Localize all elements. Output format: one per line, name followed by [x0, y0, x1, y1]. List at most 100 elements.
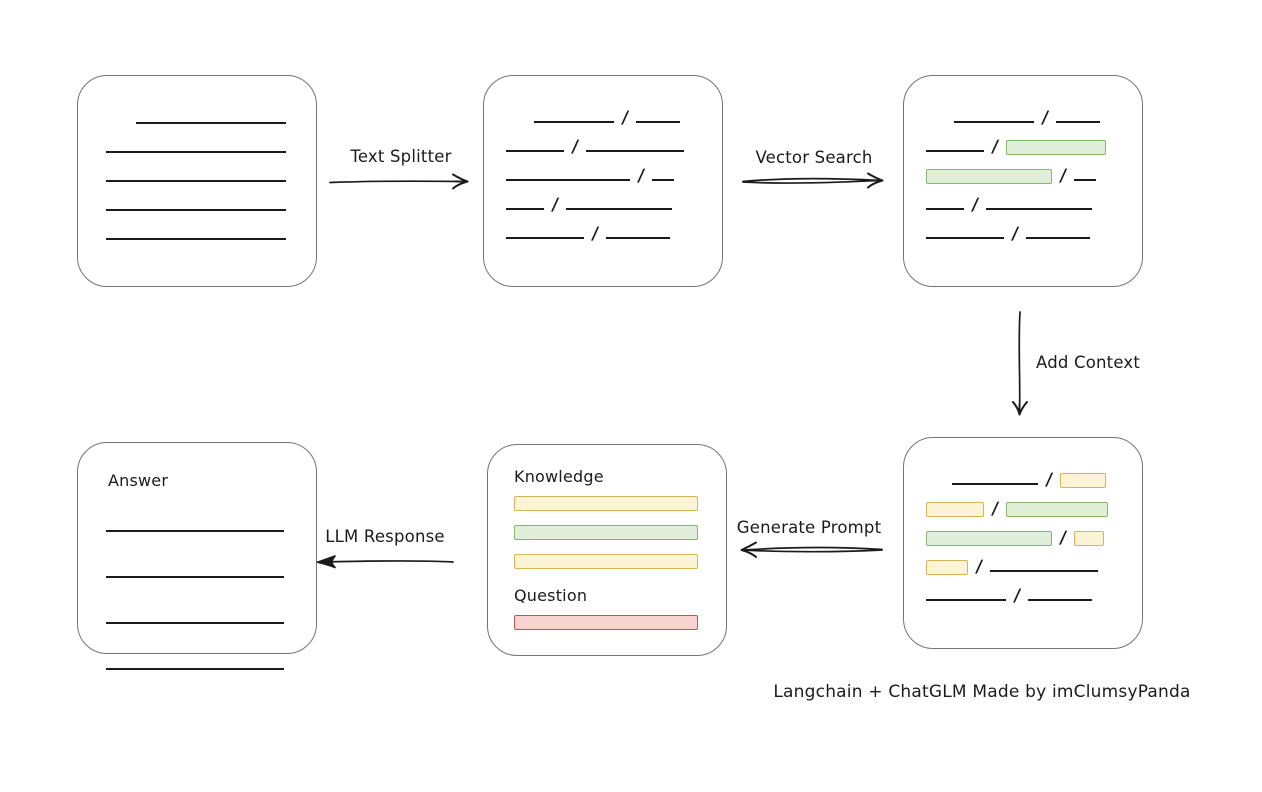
text-line — [926, 150, 984, 152]
chunk-row — [514, 496, 726, 511]
source-document-lines — [78, 76, 316, 240]
arrow-head-icon — [740, 541, 757, 558]
text-line — [606, 237, 671, 239]
question-bar — [514, 615, 726, 630]
arrow-label-text-splitter: Text Splitter — [350, 147, 452, 166]
slash-separator: / — [970, 195, 980, 215]
slash-separator: / — [1044, 470, 1054, 490]
text-line — [926, 208, 964, 210]
text-line — [1026, 237, 1091, 239]
slash-separator: / — [620, 108, 630, 128]
arrow-line-sketch — [742, 179, 881, 184]
chunk-row: / — [506, 166, 722, 186]
text-line — [136, 122, 286, 124]
chunk-row — [106, 609, 316, 627]
arrow-vector-search — [742, 172, 884, 189]
chunk-row — [106, 517, 316, 535]
text-line — [1074, 179, 1097, 181]
slash-separator: / — [1012, 586, 1022, 606]
text-line — [106, 576, 284, 578]
arrow-head-icon — [316, 555, 336, 569]
text-line — [990, 570, 1099, 572]
yellow-chunk — [1060, 473, 1107, 488]
node-split-chunks: / / / / / — [483, 75, 723, 287]
slash-separator: / — [636, 166, 646, 186]
diagram-caption: Langchain + ChatGLM Made by imClumsyPand… — [773, 682, 1191, 702]
slash-separator: / — [1058, 166, 1068, 186]
green-chunk — [514, 525, 698, 540]
yellow-chunk — [514, 496, 698, 511]
chunk-row — [106, 209, 316, 211]
slash-separator: / — [590, 224, 600, 244]
arrow-llm-response — [316, 555, 454, 569]
text-line — [106, 530, 284, 532]
chunk-row: / — [926, 586, 1142, 606]
chunk-row: / — [506, 224, 722, 244]
text-line — [506, 179, 630, 181]
arrow-line — [742, 177, 881, 183]
chunk-row: / — [506, 137, 722, 157]
text-line — [954, 121, 1034, 123]
text-line — [1056, 121, 1101, 123]
chunk-row: / — [926, 528, 1142, 548]
chunk-row — [106, 563, 316, 581]
green-chunk — [926, 169, 1052, 184]
green-chunk — [1006, 140, 1107, 155]
yellow-chunk — [926, 502, 984, 517]
arrow-line-sketch — [743, 549, 883, 553]
chunk-row — [514, 554, 726, 569]
question-heading: Question — [514, 586, 588, 605]
slash-separator: / — [570, 137, 580, 157]
text-line — [106, 668, 284, 670]
slash-separator: / — [1058, 528, 1068, 548]
arrow-head-icon — [867, 172, 884, 189]
text-line — [534, 121, 614, 123]
text-line — [506, 150, 564, 152]
chunk-row — [106, 655, 316, 673]
arrow-label-add-context: Add Context — [1036, 353, 1141, 372]
chunk-row — [136, 122, 316, 124]
slash-separator: / — [990, 137, 1000, 157]
chunk-row: / — [534, 108, 722, 128]
green-chunk — [1006, 502, 1109, 517]
node-matched-chunks: ///// — [903, 75, 1143, 287]
text-line — [566, 208, 673, 210]
chunk-row — [106, 180, 316, 182]
slash-separator: / — [990, 499, 1000, 519]
knowledge-heading: Knowledge — [514, 467, 604, 486]
arrow-line — [321, 559, 454, 563]
text-line — [106, 151, 286, 153]
chunk-row: / — [506, 195, 722, 215]
chunk-row: / — [954, 108, 1142, 128]
arrow-label-generate-prompt: Generate Prompt — [736, 518, 882, 537]
answer-lines — [78, 443, 316, 673]
arrow-head-icon — [1012, 401, 1028, 416]
text-line — [636, 121, 681, 123]
text-line — [652, 179, 675, 181]
answer-heading: Answer — [108, 471, 169, 490]
yellow-chunk — [514, 554, 698, 569]
arrow-text-splitter — [329, 173, 469, 190]
chunk-row: / — [926, 137, 1142, 157]
matched-chunk-rows: ///// — [904, 76, 1142, 244]
text-line — [506, 208, 544, 210]
green-chunk — [926, 531, 1052, 546]
node-context-chunks: ///// — [903, 437, 1143, 649]
yellow-chunk — [926, 560, 968, 575]
text-line — [586, 150, 685, 152]
arrow-label-vector-search: Vector Search — [755, 148, 873, 167]
text-line — [952, 483, 1038, 485]
yellow-chunk — [1074, 531, 1105, 546]
chunk-row — [106, 238, 316, 240]
node-answer: Answer — [77, 442, 317, 670]
text-line — [106, 622, 284, 624]
text-line — [926, 237, 1004, 239]
text-line — [106, 238, 286, 240]
arrow-line — [743, 546, 883, 551]
red-chunk — [514, 615, 698, 630]
knowledge-bars — [514, 496, 726, 569]
text-line — [106, 209, 286, 211]
text-line — [1028, 599, 1093, 601]
text-line — [926, 599, 1006, 601]
